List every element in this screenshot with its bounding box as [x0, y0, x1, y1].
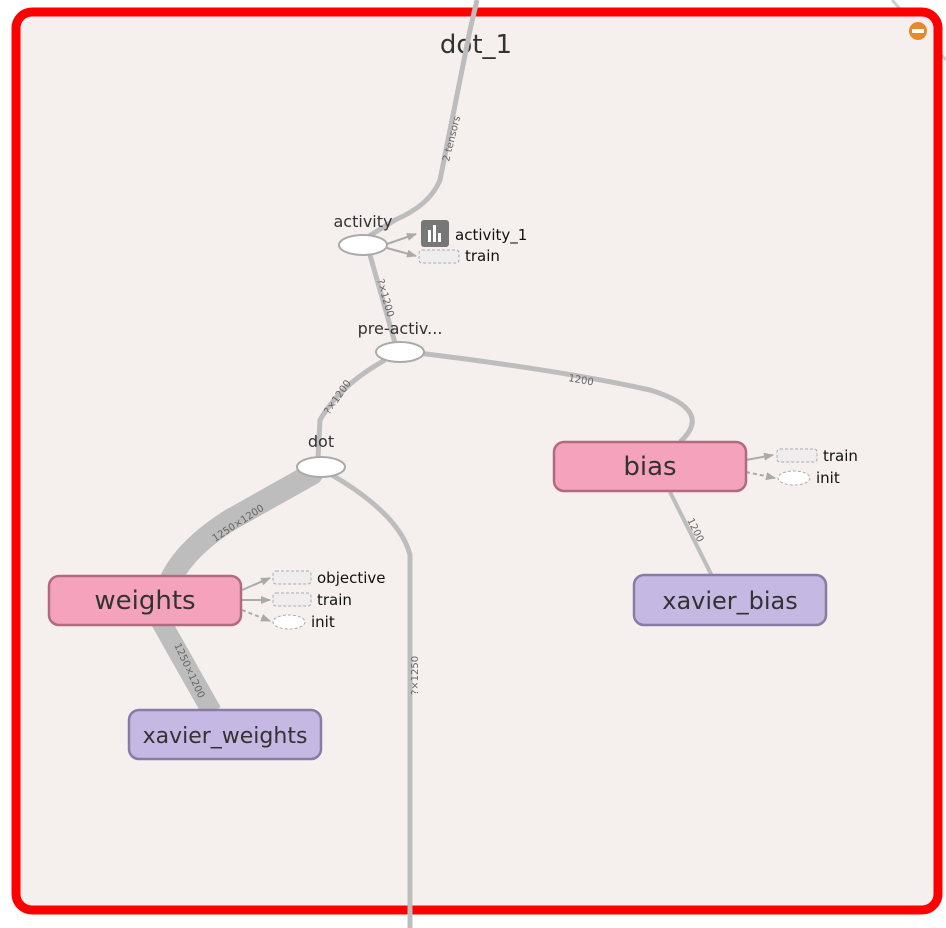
- ref-label-activity-train: train: [465, 247, 500, 265]
- edge-preact-bias: [409, 349, 695, 444]
- node-label-weights: weights: [94, 586, 195, 616]
- edge-dot-input: [330, 472, 413, 928]
- node-label-pre-activation: pre-activ...: [358, 319, 443, 338]
- node-xavier-weights[interactable]: xavier_weights: [127, 708, 323, 761]
- ref-label-weights-train: train: [317, 591, 352, 609]
- ref-label-weights-objective: objective: [317, 569, 386, 587]
- ref-activity-train[interactable]: train: [418, 247, 500, 265]
- ref-stub-weights-init[interactable]: [272, 614, 306, 630]
- ref-weights-init[interactable]: init: [272, 613, 335, 631]
- ref-stub-weights-train[interactable]: [272, 592, 312, 607]
- edge-label-preact-bias: 1200: [567, 373, 594, 388]
- ref-stub-bias-train[interactable]: [776, 448, 818, 463]
- ref-weights-train[interactable]: train: [272, 591, 352, 609]
- initializer-box-xavier-bias[interactable]: [632, 573, 828, 627]
- summary-icon-bar-2: [433, 225, 436, 242]
- edge-incoming: [364, 0, 480, 241]
- group-title: dot_1: [440, 30, 512, 60]
- edge-preact-dot: [315, 357, 387, 459]
- node-label-xavier-weights: xavier_weights: [143, 724, 308, 749]
- node-activity-summary[interactable]: activity_1: [421, 220, 527, 247]
- ref-label-bias-init: init: [816, 469, 840, 487]
- ref-arrow-bias-train: [745, 452, 774, 461]
- node-label-activity: activity: [334, 212, 393, 231]
- ref-bias-train[interactable]: train: [776, 447, 858, 465]
- op-ellipse-pre-activation[interactable]: [375, 341, 425, 363]
- ref-label-activity-summary: activity_1: [455, 226, 527, 245]
- ref-stub-weights-objective[interactable]: [272, 570, 312, 585]
- ref-stub-bias-init[interactable]: [777, 470, 811, 486]
- ref-arrow-weights-init: [241, 609, 271, 622]
- node-weights[interactable]: weights: [47, 574, 243, 627]
- group-frame-dot-1[interactable]: [11, 7, 943, 915]
- ref-label-weights-init: init: [311, 613, 335, 631]
- edge-bias-xavier: [668, 491, 714, 577]
- summary-icon-bar-1: [428, 230, 431, 242]
- ref-stub-activity-train[interactable]: [418, 249, 460, 264]
- collapse-button[interactable]: [909, 22, 927, 40]
- node-bias[interactable]: bias: [552, 440, 748, 493]
- node-xavier-bias[interactable]: xavier_bias: [632, 573, 828, 627]
- ref-arrow-activity-summary: [386, 233, 417, 245]
- op-ellipse-activity[interactable]: [338, 234, 388, 256]
- summary-icon-bar-3: [438, 233, 441, 242]
- ref-label-bias-train: train: [823, 447, 858, 465]
- node-label-xavier-bias: xavier_bias: [662, 587, 798, 615]
- ref-weights-objective[interactable]: objective: [272, 569, 386, 587]
- ref-arrow-weights-objective: [241, 577, 271, 591]
- op-ellipse-dot[interactable]: [296, 456, 346, 478]
- node-dot[interactable]: dot: [296, 432, 346, 478]
- edge-weights-xavier: [151, 615, 221, 717]
- node-label-bias: bias: [623, 452, 676, 482]
- variable-box-bias[interactable]: [552, 440, 748, 493]
- node-pre-activation[interactable]: pre-activ...: [358, 319, 443, 363]
- initializer-box-xavier-weights[interactable]: [127, 708, 323, 761]
- ref-arrow-bias-init: [745, 471, 776, 481]
- node-activity[interactable]: activity: [334, 212, 393, 256]
- ref-bias-init[interactable]: init: [777, 469, 840, 487]
- node-label-dot: dot: [308, 432, 334, 451]
- edge-label-dot-input: ?×1250: [410, 656, 421, 695]
- edge-activity-preact: [367, 254, 398, 344]
- collapse-icon-bar: [912, 29, 924, 33]
- ref-arrow-activity-train: [386, 247, 417, 258]
- variable-box-weights[interactable]: [47, 574, 243, 627]
